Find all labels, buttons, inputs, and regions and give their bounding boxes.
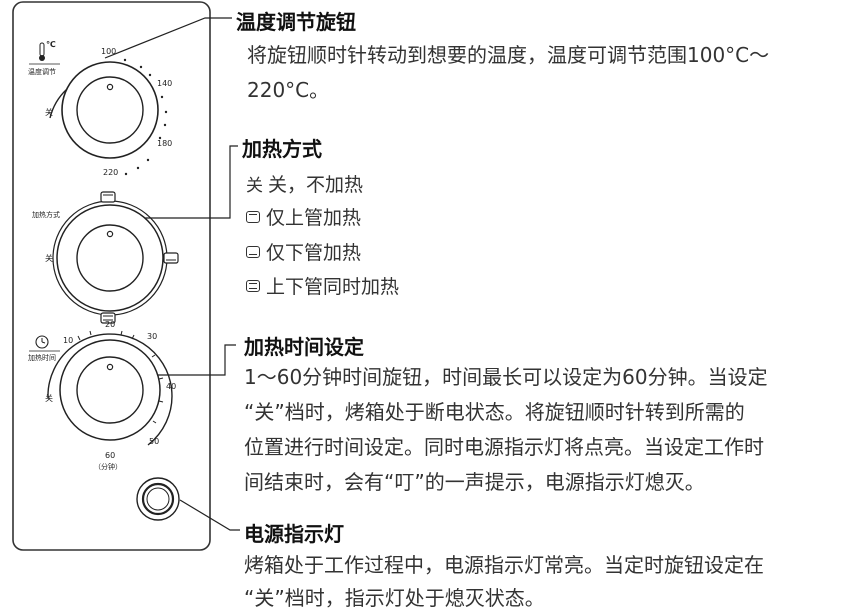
temp-unit-label: ℃ — [46, 40, 56, 49]
power-heading: 电源指示灯 — [244, 522, 344, 546]
time-heading: 加热时间设定 — [244, 335, 364, 359]
mode-knob-label: 加热方式 — [32, 211, 60, 219]
temp-knob-off-label: 关 — [45, 108, 53, 117]
bottom-heater-icon — [246, 245, 260, 258]
mode-option-top-text: 仅上管加热 — [266, 207, 362, 229]
leader-line-mode — [140, 145, 238, 219]
mode-both-heater-icon — [100, 312, 116, 324]
mode-heading: 加热方式 — [242, 137, 322, 161]
temp-tick-140: 140 — [157, 79, 173, 88]
temp-desc-line-2: 220°C。 — [247, 78, 330, 102]
heating-mode-knob[interactable] — [52, 200, 168, 316]
time-desc-line-2: “关”档时，烤箱处于断电状态。将旋钮顺时针转到所需的 — [244, 400, 745, 424]
time-tick-50: 50 — [149, 437, 160, 446]
time-tick-60: 60 — [105, 451, 116, 460]
temp-tick-180: 180 — [157, 139, 173, 148]
time-knob-label: 加热时间 — [28, 354, 56, 362]
temperature-knob[interactable] — [49, 61, 159, 159]
thermometer-icon — [39, 42, 45, 61]
mode-option-top: 仅上管加热 — [246, 203, 361, 230]
mode-option-both: 上下管同时加热 — [246, 272, 399, 299]
leader-line-time — [140, 344, 236, 376]
temp-desc-line-1: 将旋钮顺时针转动到想要的温度，温度可调节范围100°C～ — [247, 43, 770, 67]
clock-icon — [35, 335, 49, 349]
temp-tick-220: 220 — [103, 168, 119, 177]
power-desc-line-1: 烤箱处于工作过程中，电源指示灯常亮。当定时旋钮设定在 — [244, 553, 764, 577]
leader-line-power — [179, 499, 240, 531]
mode-knob-off-label: 关 — [45, 254, 53, 263]
temperature-dial-dots — [123, 58, 168, 176]
mode-option-bottom: 仅下管加热 — [246, 238, 361, 265]
time-tick-10: 10 — [63, 336, 74, 345]
mode-option-bottom-text: 仅下管加热 — [266, 242, 362, 264]
temp-tick-100: 100 — [101, 47, 117, 56]
both-heater-icon — [246, 279, 260, 292]
time-tick-20: 20 — [105, 320, 116, 329]
mode-option-both-text: 上下管同时加热 — [266, 276, 400, 298]
mode-option-off: 关 关，不加热 — [246, 170, 363, 197]
mode-bottom-heater-icon — [163, 252, 179, 264]
time-unit-label: （分钟） — [94, 463, 122, 471]
off-glyph-icon: 关 — [246, 176, 263, 196]
top-heater-icon — [246, 210, 260, 223]
time-tick-40: 40 — [166, 382, 177, 391]
mode-top-heater-icon — [100, 191, 116, 203]
timer-dial-ticks — [77, 330, 164, 424]
mode-option-off-text: 关，不加热 — [268, 174, 364, 196]
temp-heading: 温度调节旋钮 — [236, 10, 356, 34]
power-desc-line-2: “关”档时，指示灯处于熄灭状态。 — [244, 586, 545, 610]
time-tick-30: 30 — [147, 332, 158, 341]
temp-knob-label: 温度调节 — [28, 68, 56, 76]
time-desc-line-3: 位置进行时间设定。同时电源指示灯将点亮。当设定工作时 — [244, 435, 764, 459]
timer-knob[interactable] — [47, 333, 173, 446]
leader-line-temp — [104, 17, 232, 59]
power-indicator-light — [136, 477, 180, 521]
time-desc-line-1: 1～60分钟时间旋钮，时间最长可以设定为60分钟。当设定 — [244, 365, 768, 389]
time-desc-line-4: 间结束时，会有“叮”的一声提示，电源指示灯熄灭。 — [244, 470, 705, 494]
panel-outline — [12, 1, 211, 551]
time-knob-off-label: 关 — [45, 394, 53, 403]
